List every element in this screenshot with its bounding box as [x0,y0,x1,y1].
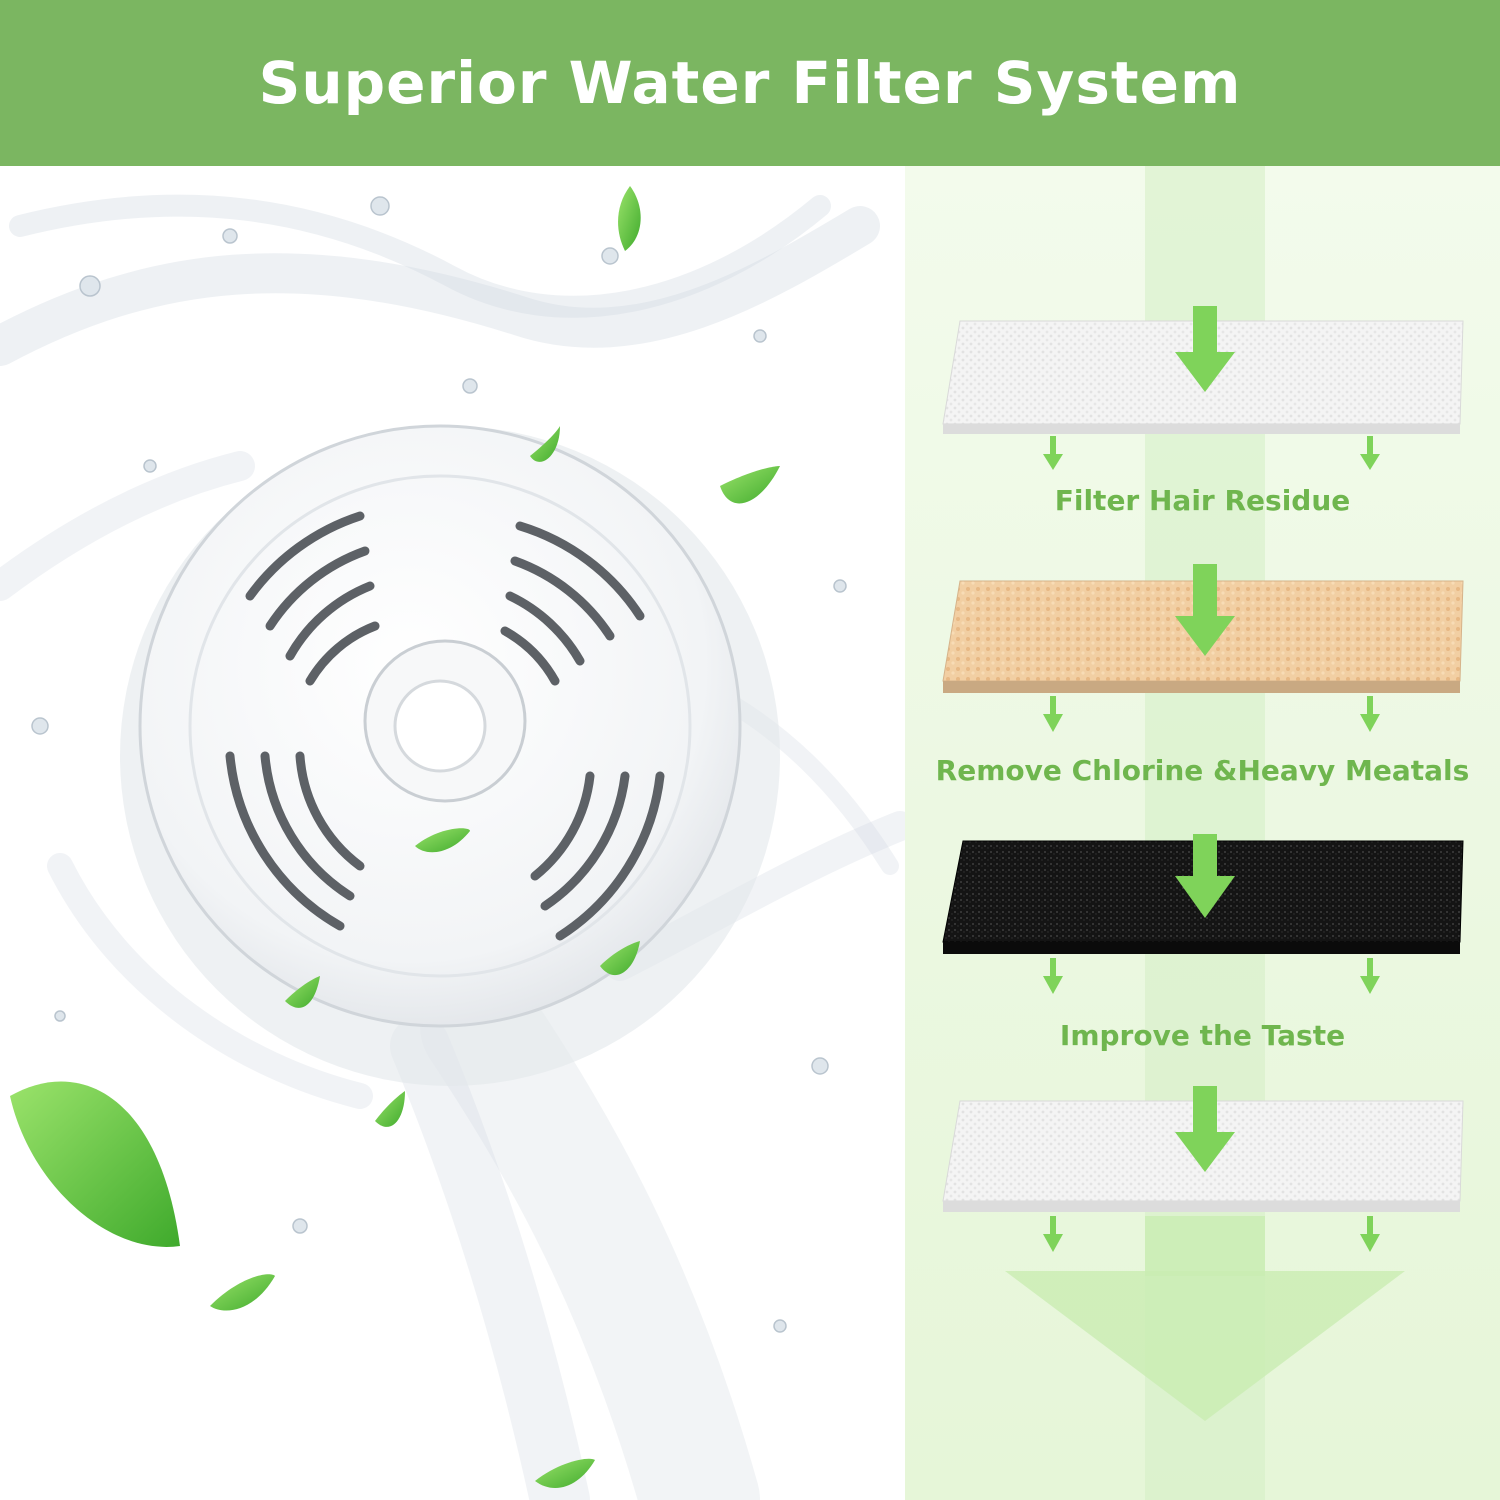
layer-label-2: Remove Chlorine &Heavy Meatals [935,754,1470,787]
filter-disc [120,424,780,1086]
layer-label-1: Filter Hair Residue [1054,484,1351,517]
center-arrow-icons [1175,306,1235,1172]
water-filter-icon [0,186,905,1500]
filter-layers-panel: Filter Hair Residue Remove Chlorine &Hea… [905,166,1500,1500]
product-illustration [0,166,905,1500]
page-title: Superior Water Filter System [258,49,1242,117]
leaf-icons [10,186,780,1489]
layer-label-3: Improve the Taste [1059,1019,1346,1052]
big-down-arrow-icon [1005,1271,1405,1421]
filter-layers-diagram [942,166,1464,1500]
title-banner: Superior Water Filter System [0,0,1500,166]
small-arrow-icons [1043,436,1380,1252]
